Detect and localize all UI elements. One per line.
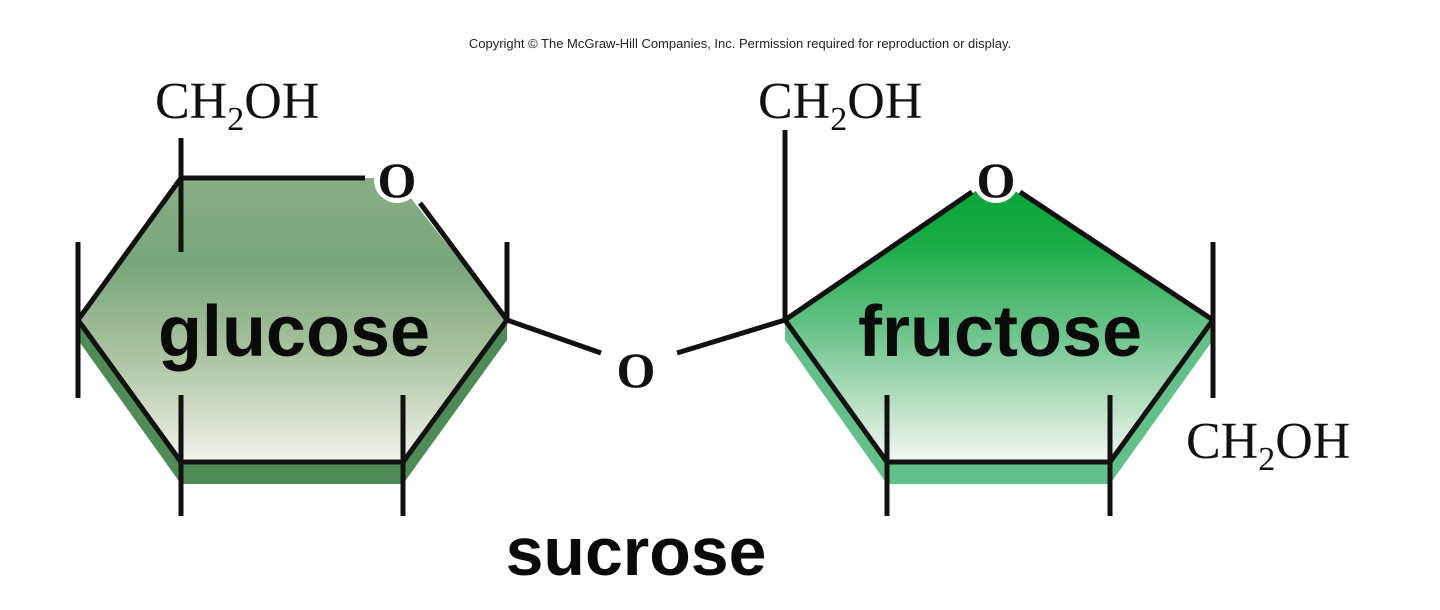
glucose-bond-bottom-left (75, 318, 184, 464)
fructose-bond-o-right (1018, 189, 1215, 323)
glucose-ring-oxygen: O (378, 152, 417, 208)
fructose-bond-left-o (783, 189, 974, 323)
molecule-name-caption: sucrose (506, 514, 767, 590)
fructose-ring-oxygen: O (977, 152, 1016, 208)
fructose-ring: O fructose (782, 130, 1216, 516)
glycosidic-bond-left (506, 317, 602, 356)
glycosidic-oxygen: O (617, 342, 656, 398)
glycosidic-bond-right (676, 317, 786, 356)
fructose-bond-bottom-left (782, 318, 890, 464)
glucose-ring: O glucose (75, 138, 510, 516)
glucose-ch2oh: CH2OH (155, 73, 319, 138)
glucose-ring-face (78, 178, 507, 462)
fructose-bond-right-bottom (1107, 318, 1216, 464)
glucose-label: glucose (158, 292, 430, 372)
glucose-bond-o-right (417, 201, 510, 322)
fructose-ch2oh-right: CH2OH (1186, 413, 1350, 478)
glycosidic-bond: O (506, 317, 786, 398)
fructose-ch2oh-top: CH2OH (758, 73, 922, 138)
copyright-notice: Copyright © The McGraw-Hill Companies, I… (469, 36, 1011, 51)
glucose-bond-right-bottom (400, 318, 510, 464)
fructose-label: fructose (858, 292, 1142, 372)
glucose-bond-left-top (75, 176, 184, 322)
